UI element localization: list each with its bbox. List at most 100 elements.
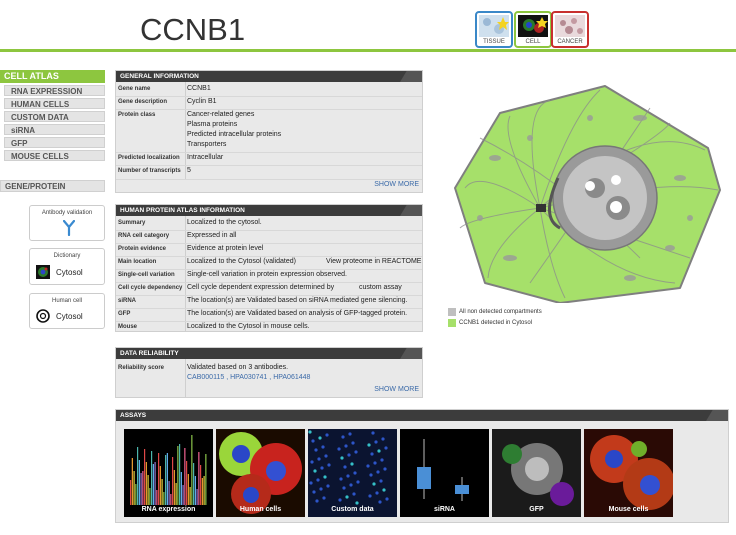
row-summary: Summary Localized to the cytosol. (116, 218, 422, 231)
legend-detected: CCNB1 detected in Cytosol (459, 320, 533, 326)
nav-gene-protein[interactable]: GENE/PROTEIN (0, 180, 105, 192)
human-cell-box[interactable]: Human cell Cytosol (29, 293, 105, 329)
value-summary: Localized to the cytosol. (187, 219, 262, 226)
value-protein-class-2: Plasma proteins (187, 121, 238, 128)
nav-sirna[interactable]: siRNA (4, 124, 105, 135)
value-protein-class-4: Transporters (187, 141, 227, 148)
assays-header: ASSAYS (116, 410, 728, 421)
antibody-links: CAB000115 , HPA030741 , HPA061448 (187, 374, 310, 381)
row-number-of-transcripts: Number of transcripts 5 (116, 166, 422, 180)
assay-caption-custom-data: Custom data (331, 506, 374, 513)
value-main-location: Localized to the Cytosol (validated) (187, 258, 296, 265)
value-gene-description: Cyclin B1 (187, 98, 217, 105)
legend-swatch-detected (448, 319, 456, 327)
antibody-validation-box[interactable]: Antibody validation (29, 205, 105, 241)
nav-gfp[interactable]: GFP (4, 137, 105, 148)
data-reliability-title: DATA RELIABILITY (120, 350, 179, 357)
nav-custom-data[interactable]: CUSTOM DATA (4, 111, 105, 122)
assay-tile-human-cells[interactable]: Human cells (216, 429, 305, 517)
nav-human-cells[interactable]: HUMAN CELLS (4, 98, 105, 109)
tissue-thumbnail-icon (479, 15, 509, 37)
assay-tile-mouse-cells[interactable]: Mouse cells (584, 429, 673, 517)
cell-diagram[interactable] (440, 78, 730, 303)
cell-thumbnail-icon (518, 15, 548, 37)
assay-caption-human-cells: Human cells (239, 506, 282, 513)
legend-not-detected: All non detected compartments (459, 309, 542, 315)
label-gfp: GFP (118, 311, 131, 317)
general-show-more-link[interactable]: SHOW MORE (374, 181, 419, 188)
row-gfp: GFP The location(s) are Validated based … (116, 309, 422, 322)
cell-outline-icon (36, 309, 50, 323)
hpa-information-header: HUMAN PROTEIN ATLAS INFORMATION (116, 205, 422, 216)
tab-cancer-label: CANCER (557, 39, 583, 45)
tab-cell[interactable]: CELL (514, 11, 552, 48)
assay-tile-custom-data[interactable]: Custom data (308, 429, 397, 517)
label-summary: Summary (118, 220, 146, 226)
general-information-header: GENERAL INFORMATION (116, 71, 422, 82)
row-single-cell-variation: Single-cell variation Single-cell variat… (116, 270, 422, 283)
value-protein-class-1: Cancer-related genes (187, 111, 255, 118)
row-main-location: Main location Localized to the Cytosol (… (116, 257, 422, 270)
value-protein-evidence: Evidence at protein level (187, 245, 264, 252)
label-number-of-transcripts: Number of transcripts (118, 168, 181, 174)
custom-assay-link[interactable]: custom assay (359, 284, 402, 291)
nav-cell-atlas[interactable]: CELL ATLAS (0, 70, 105, 83)
view-proteome-reactome-link[interactable]: View proteome in REACTOME (326, 258, 422, 265)
antibody-link-hpa030741[interactable]: HPA030741 (230, 374, 268, 381)
antibody-link-cab000115[interactable]: CAB000115 (187, 374, 225, 381)
nav-rna-expression[interactable]: RNA EXPRESSION (4, 85, 105, 96)
tab-tissue-label: TISSUE (483, 39, 505, 45)
tab-tissue[interactable]: TISSUE (475, 11, 513, 48)
general-information-title: GENERAL INFORMATION (120, 73, 199, 80)
dictionary-value: Cytosol (56, 268, 83, 277)
value-cell-cycle-dependency: Cell cycle dependent expression determin… (187, 284, 335, 291)
assays-title: ASSAYS (120, 412, 147, 419)
row-sirna: siRNA The location(s) are Validated base… (116, 296, 422, 309)
custom-data-thumbnail (308, 429, 397, 517)
value-protein-class-3: Predicted intracellular proteins (187, 131, 282, 138)
value-reliability-score: Validated based on 3 antibodies. (187, 364, 289, 371)
row-gene-description: Gene description Cyclin B1 (116, 97, 422, 110)
value-predicted-localization: Intracellular (187, 154, 224, 161)
tab-cancer[interactable]: CANCER (551, 11, 589, 48)
assay-tile-rna-expression[interactable]: RNA expression (124, 429, 213, 517)
cytosol-thumbnail-icon (36, 265, 50, 279)
label-single-cell-variation: Single-cell variation (118, 272, 175, 278)
label-sirna: siRNA (118, 298, 137, 304)
assay-caption-mouse-cells: Mouse cells (608, 506, 649, 513)
label-predicted-localization: Predicted localization (118, 155, 180, 161)
value-sirna: The location(s) are Validated based on s… (187, 297, 408, 304)
data-reliability-panel: DATA RELIABILITY Reliability score Valid… (115, 347, 423, 398)
label-gene-description: Gene description (118, 99, 168, 105)
dictionary-box[interactable]: Dictionary Cytosol (29, 248, 105, 285)
row-rna-cell-category: RNA cell category Expressed in all (116, 231, 422, 244)
label-protein-evidence: Protein evidence (118, 246, 167, 252)
antibody-link-hpa061448[interactable]: HPA061448 (273, 374, 311, 381)
value-mouse: Localized to the Cytosol in mouse cells. (187, 323, 310, 330)
human-cell-title: Human cell (51, 298, 82, 304)
rna-expression-thumbnail (130, 435, 207, 505)
data-reliability-header: DATA RELIABILITY (116, 348, 422, 359)
nav-mouse-cells[interactable]: MOUSE CELLS (4, 150, 105, 161)
reliability-show-more-link[interactable]: SHOW MORE (374, 386, 419, 393)
label-gene-name: Gene name (118, 86, 151, 92)
assay-tile-sirna[interactable]: siRNA (400, 429, 489, 517)
antibody-separator-1: , (226, 374, 229, 381)
label-mouse: Mouse (118, 324, 138, 330)
row-protein-evidence: Protein evidence Evidence at protein lev… (116, 244, 422, 257)
assay-caption-gfp: GFP (529, 506, 544, 513)
legend-swatch-not-detected (448, 308, 456, 316)
row-gene-name: Gene name CCNB1 (116, 84, 422, 97)
value-single-cell-variation: Single-cell variation in protein express… (187, 271, 347, 278)
value-gene-name: CCNB1 (187, 85, 211, 92)
value-number-of-transcripts: 5 (187, 167, 191, 174)
antibody-validation-title: Antibody validation (41, 210, 93, 216)
dictionary-title: Dictionary (53, 253, 81, 259)
antibody-separator-2: , (269, 374, 272, 381)
label-rna-cell-category: RNA cell category (118, 233, 170, 239)
hpa-information-panel: HUMAN PROTEIN ATLAS INFORMATION Summary … (115, 204, 423, 332)
assay-tile-gfp[interactable]: GFP (492, 429, 581, 517)
sirna-thumbnail (400, 429, 489, 517)
row-mouse: Mouse Localized to the Cytosol in mouse … (116, 322, 422, 332)
tab-cell-label: CELL (525, 39, 541, 45)
